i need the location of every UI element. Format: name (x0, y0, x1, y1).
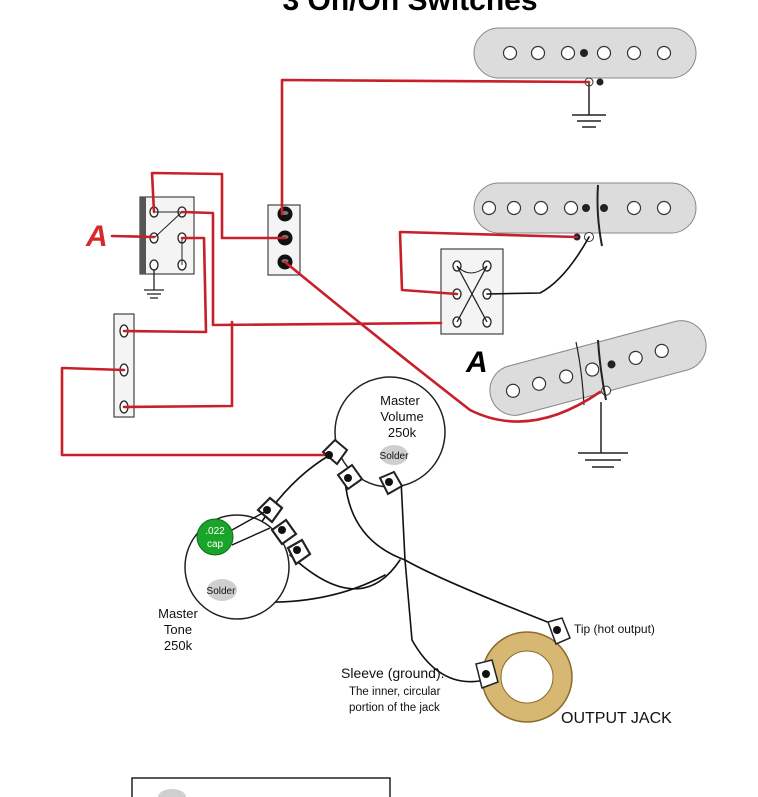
volume-label-line1: Master (380, 393, 420, 408)
sleeve-label-line1: Sleeve (ground). (341, 665, 445, 681)
label-a-dpdt: A (465, 346, 488, 379)
legend-box (131, 777, 391, 797)
neck-pickup (473, 27, 697, 87)
tone-solder-label: Solder (207, 586, 237, 597)
tone-label-line1: Master (158, 606, 198, 621)
tone-label-line3: 250k (164, 638, 193, 653)
master-volume-pot (321, 376, 446, 496)
capacitor (196, 509, 271, 556)
output-jack-label: OUTPUT JACK (561, 710, 672, 727)
neck-ground-symbol (572, 82, 606, 128)
volume-label-line3: 250k (388, 425, 417, 440)
switch-ground-symbol (144, 270, 164, 299)
label-a-left: A (85, 220, 108, 253)
tone-label-line2: Tone (164, 622, 192, 637)
switch-a-dpdt (440, 248, 504, 335)
bridge-pickup (489, 320, 707, 416)
volume-solder-label: Solder (380, 451, 410, 462)
switch-middle (267, 204, 301, 276)
red-wires (60, 78, 602, 457)
middle-pickup (473, 182, 697, 247)
cap-label-line2: cap (207, 539, 224, 550)
switch-a-left (139, 196, 195, 275)
output-jack (475, 617, 573, 723)
sleeve-label-line3: portion of the jack (349, 702, 440, 714)
switch-lower-left (113, 313, 135, 418)
bridge-ground-symbol (578, 402, 628, 468)
diagram-title: 3 On/On Switches (282, 0, 537, 17)
sleeve-label-line2: The inner, circular (349, 686, 441, 698)
volume-label-line2: Volume (380, 409, 423, 424)
tip-label: Tip (hot output) (574, 622, 655, 636)
cap-label-line1: .022 (205, 526, 225, 537)
